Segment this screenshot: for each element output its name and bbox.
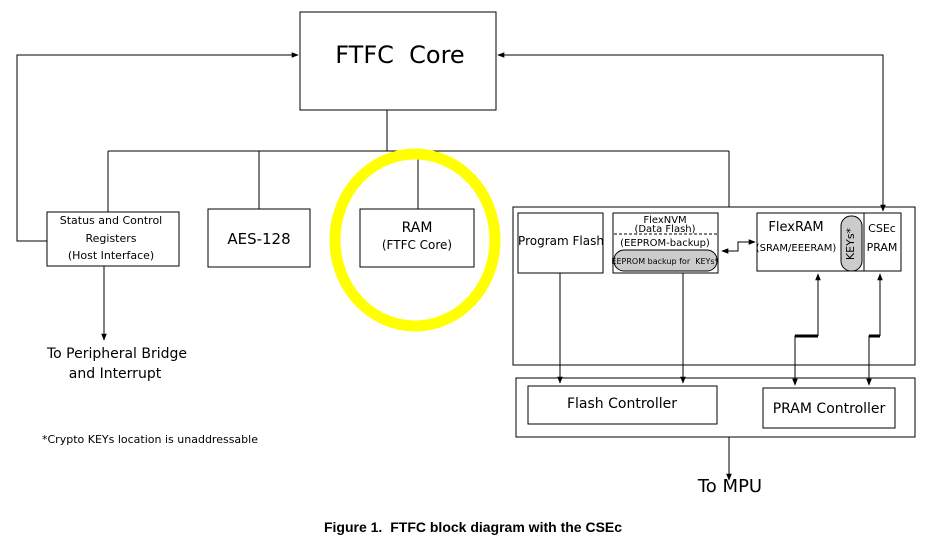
flexnvm-box (612, 212, 719, 274)
eeprom-keys-pill (613, 249, 718, 272)
ram-highlight (329, 148, 501, 332)
ram-box (359, 208, 475, 268)
core-to-pram-arrow (497, 52, 886, 212)
flexnvm-line-2: (Data Flash) (634, 224, 695, 235)
ram-line-1: RAM (402, 220, 433, 236)
eeprom-keys-label: EEPROM backup for KEYs* (611, 257, 718, 266)
core-title: FTFC Core (335, 41, 464, 69)
program-flash-label: Program Flash (518, 234, 604, 248)
caption-text: FTFC block diagram with the CSEc (390, 519, 622, 535)
controller-enclosure (515, 377, 916, 438)
status-line-1: Status and Control (60, 214, 163, 227)
status-line-3: (Host Interface) (68, 249, 154, 262)
to-mpu-label: To MPU (697, 476, 762, 497)
pram-controller-box (762, 387, 896, 429)
csec-line-1: CSEc (868, 222, 896, 235)
ram-line-2: (FTFC Core) (382, 238, 452, 252)
aes-box (207, 208, 311, 268)
csec-pram-box (863, 212, 902, 272)
status-to-core-arrow (16, 52, 299, 242)
csec-line-2: PRAM (867, 241, 898, 254)
status-line-2: Registers (85, 232, 136, 245)
flexram-line-2: (SRAM/EEERAM) (756, 243, 837, 254)
keys-label: KEYs* (844, 227, 857, 260)
flexnvm-line-1: FlexNVM (643, 215, 686, 226)
pram-controller-label: PRAM Controller (773, 401, 886, 417)
flexnvm-line-3: (EEPROM-backup) (620, 238, 710, 249)
flexram-line-1: FlexRAM (768, 220, 823, 235)
footnote: *Crypto KEYs location is unaddressable (42, 433, 258, 446)
flexnvm-flexram-arrow (721, 239, 756, 254)
figure-caption: Figure 1. FTFC block diagram with the CS… (324, 519, 622, 535)
caption-figure-number: Figure 1. (324, 519, 382, 535)
status-control-box (46, 211, 180, 267)
to-peripheral-line-2: and Interrupt (69, 366, 162, 382)
keys-pill (840, 215, 863, 272)
to-peripheral-line-1: To Peripheral Bridge (46, 346, 187, 362)
ftfc-core-box (299, 11, 497, 111)
aes-label: AES-128 (227, 230, 290, 248)
flash-controller-label: Flash Controller (567, 396, 677, 412)
flash-controller-box (527, 385, 718, 425)
